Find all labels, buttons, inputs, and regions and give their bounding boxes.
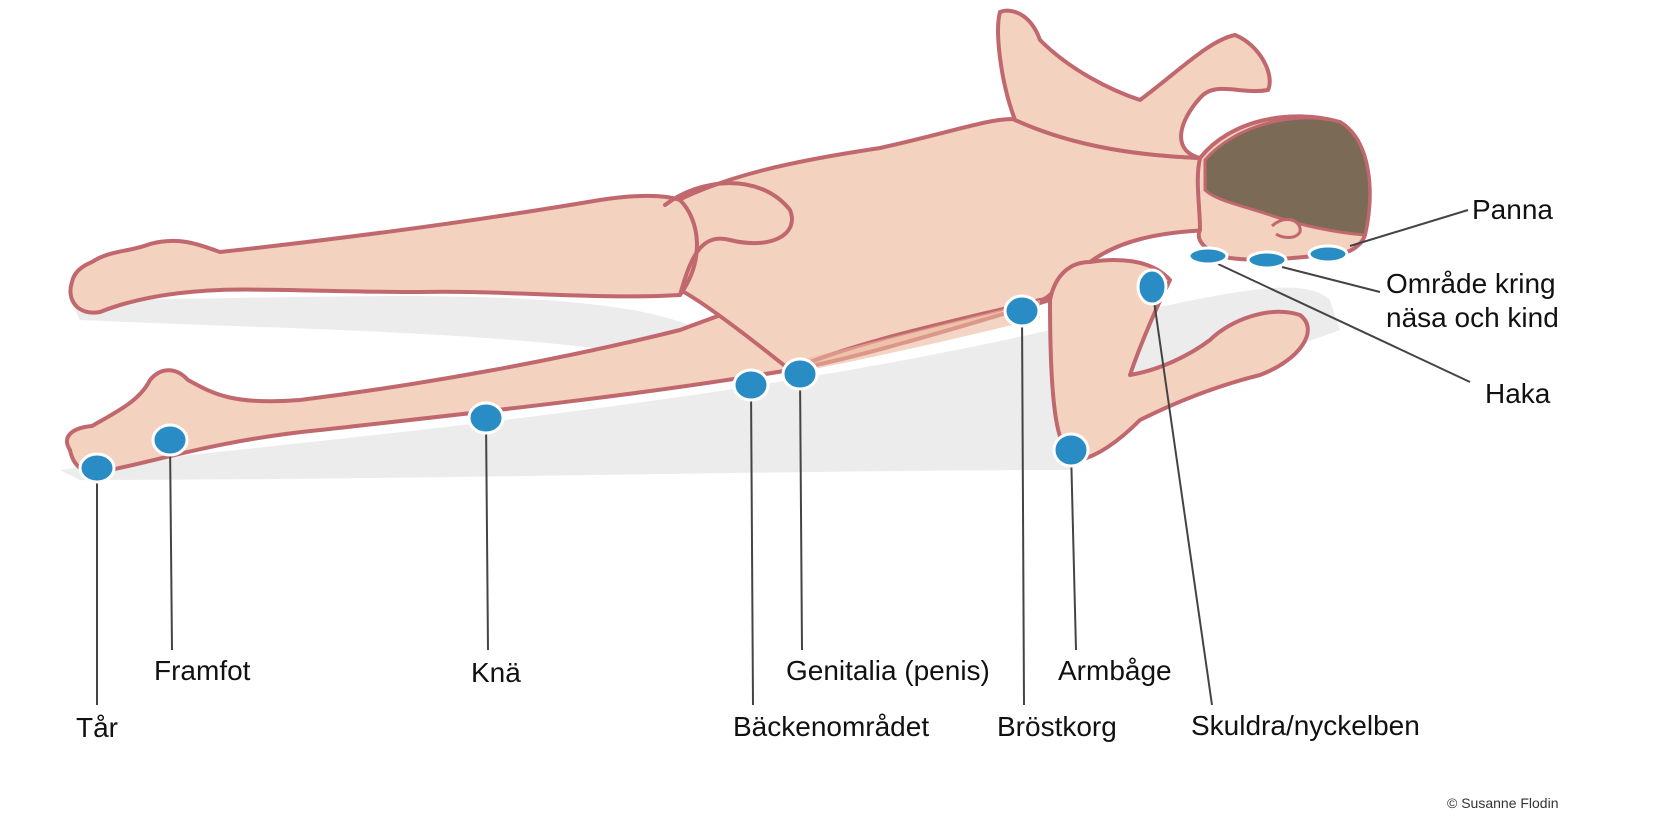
- leader-lines: [96, 209, 1471, 706]
- ground-shadow-upper: [70, 296, 700, 360]
- pressure-point-forefoot: [151, 423, 189, 457]
- label-nose-cheek-line2: näsa och kind: [1386, 302, 1559, 333]
- label-pelvis: Bäckenområdet: [733, 711, 930, 742]
- ground-shadow: [60, 287, 1340, 480]
- leader-line-chest: [1021, 310, 1025, 706]
- leader-line-forehead: [1349, 209, 1469, 247]
- leader-line-chin: [1217, 263, 1471, 383]
- label-nose-cheek-line1: Område kring: [1386, 268, 1556, 299]
- pressure-point-genitals: [781, 357, 819, 391]
- skin-shade: [800, 300, 1040, 372]
- pressure-point-knee: [467, 401, 505, 435]
- label-shoulder: Skuldra/nyckelben: [1191, 710, 1420, 741]
- upper-leg: [68, 193, 699, 315]
- leader-line-nose-cheek: [1281, 266, 1381, 293]
- leader-line-pelvis: [750, 384, 754, 706]
- leader-line-genitals: [799, 373, 803, 651]
- pressure-point-chest: [1003, 294, 1041, 328]
- leader-line-knee: [485, 417, 489, 651]
- pressure-point-pelvis: [732, 368, 770, 402]
- pressure-point-nose-cheek: [1246, 250, 1288, 270]
- lower-arm: [1048, 257, 1310, 462]
- label-forehead: Panna: [1472, 194, 1553, 225]
- copyright-credit: © Susanne Flodin: [1447, 795, 1559, 811]
- ear: [1270, 217, 1302, 239]
- label-knee: Knä: [471, 657, 521, 688]
- leader-line-elbow: [1070, 449, 1077, 651]
- buttock: [663, 181, 794, 297]
- leader-line-shoulder: [1151, 286, 1213, 706]
- pressure-point-toes: [78, 452, 116, 484]
- label-chin: Haka: [1485, 378, 1551, 409]
- pressure-points: [78, 244, 1349, 484]
- label-chest: Bröstkorg: [997, 711, 1117, 742]
- label-forefoot: Framfot: [154, 655, 251, 686]
- hair: [1203, 116, 1372, 237]
- pressure-point-elbow: [1052, 432, 1090, 468]
- leader-line-forefoot: [169, 439, 173, 651]
- pressure-point-chin: [1187, 246, 1229, 266]
- label-elbow: Armbåge: [1058, 655, 1172, 686]
- label-toes: Tår: [76, 712, 118, 743]
- pressure-point-shoulder: [1136, 268, 1168, 306]
- label-genitals: Genitalia (penis): [786, 655, 990, 686]
- pressure-point-forehead: [1307, 244, 1349, 264]
